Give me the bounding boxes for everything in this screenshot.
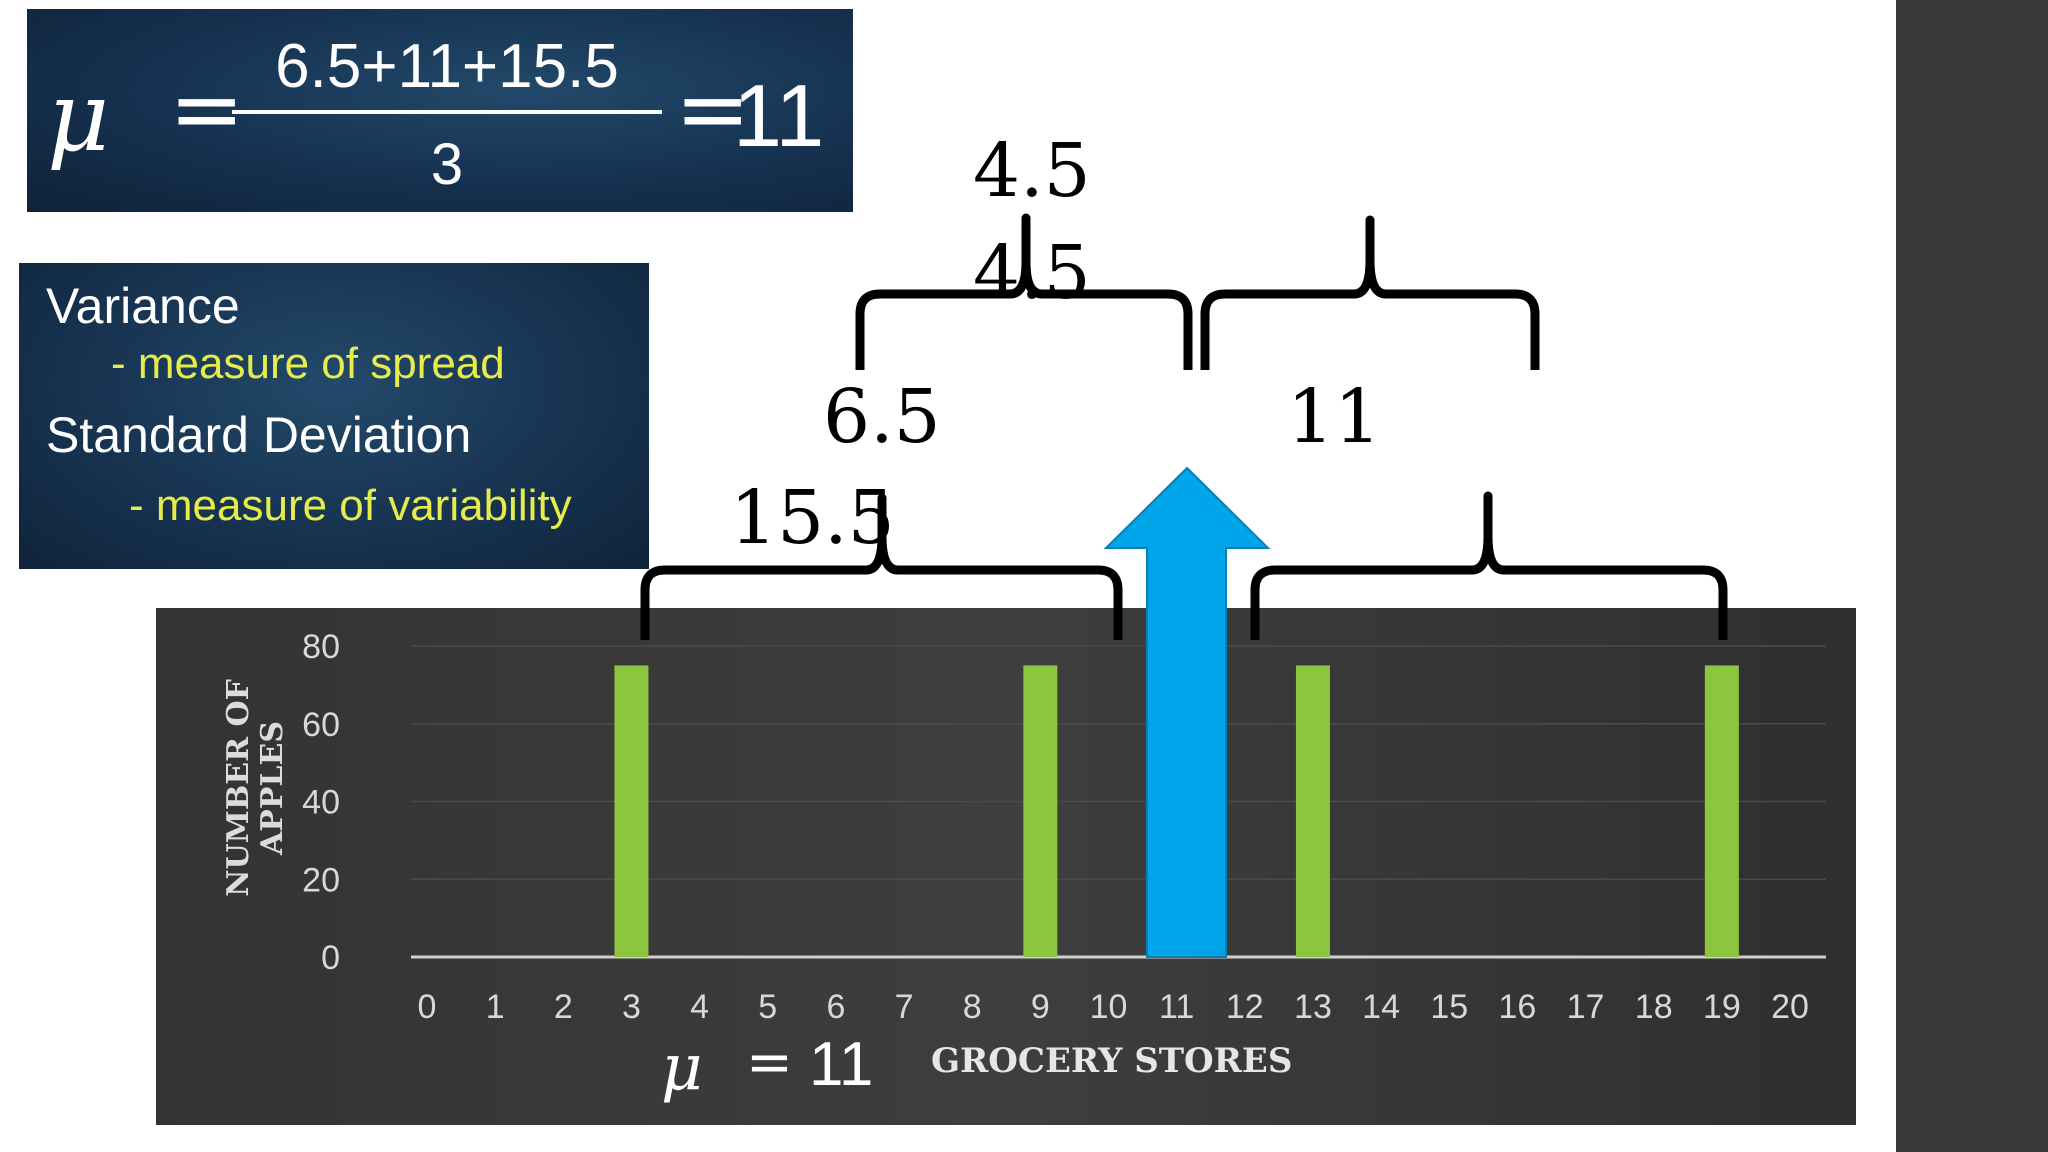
variance-term: Variance (46, 278, 240, 334)
formula-numerator: 6.5+11+15.5 (275, 32, 619, 101)
x-tick-label: 18 (1635, 988, 1673, 1026)
label-deviation-6-5: 6.5 (823, 374, 941, 460)
definitions-panel: Variance - measure of spread Standard De… (19, 263, 649, 569)
bar (614, 665, 649, 957)
y-tick-labels: 0 20 40 60 80 (302, 628, 340, 977)
mean-up-arrow-icon (1103, 466, 1271, 958)
x-tick-label: 20 (1771, 988, 1809, 1026)
bar (1295, 665, 1330, 957)
x-tick-label: 0 (418, 988, 437, 1026)
x-tick-label: 3 (622, 988, 641, 1026)
x-tick-label: 5 (758, 988, 777, 1026)
x-tick-label: 11 (1159, 988, 1194, 1026)
mu-symbol: μ (47, 61, 110, 173)
x-tick-label: 17 (1567, 988, 1605, 1026)
x-tick-label: 16 (1498, 988, 1536, 1026)
y-tick-label: 40 (302, 784, 340, 822)
mean-formula-panel: μ = 6.5+11+15.5 3 = 11 (27, 9, 853, 212)
x-tick-label: 13 (1294, 988, 1332, 1026)
fraction-bar (232, 110, 662, 114)
formula-denominator: 3 (430, 132, 464, 197)
x-axis-label: GROCERY STORES (931, 1041, 1292, 1081)
y-tick-label: 60 (302, 706, 340, 744)
label-deviation-4-5: 4.5 (973, 128, 1091, 214)
x-tick-label: 1 (486, 988, 505, 1026)
x-tick-label: 2 (554, 988, 573, 1026)
x-tick-label: 12 (1226, 988, 1264, 1026)
bars (614, 665, 1739, 957)
bar (1704, 665, 1739, 957)
x-tick-label: 14 (1362, 988, 1400, 1026)
label-sum-15-5: 15.5 (730, 475, 895, 561)
x-tick-label: 15 (1430, 988, 1468, 1026)
mean-value: 11 (809, 1030, 873, 1099)
x-tick-label: 9 (1031, 988, 1050, 1026)
x-tick-label: 19 (1703, 988, 1741, 1026)
y-axis-label-line1: NUMBER OF (221, 679, 256, 897)
x-tick-label: 4 (690, 988, 709, 1026)
x-tick-label: 7 (895, 988, 914, 1026)
y-axis-label-line2: APPLES (255, 721, 290, 856)
brace-upper-left (855, 213, 1193, 370)
y-tick-label: 80 (302, 628, 340, 666)
equals-sign-result: = (675, 57, 751, 162)
label-deviation-4-5-overlap: 4.5 (973, 230, 1091, 316)
y-tick-label: 0 (321, 939, 340, 977)
bar (1023, 665, 1058, 957)
mean-equals: = (746, 1030, 793, 1095)
x-tick-label: 6 (826, 988, 845, 1026)
brace-lower-right (1250, 491, 1728, 640)
mean-symbol: μ (661, 1031, 703, 1105)
x-tick-label: 10 (1090, 988, 1128, 1026)
formula-result: 11 (733, 66, 825, 165)
brace-lower-left (640, 493, 1123, 640)
equals-sign: = (169, 57, 245, 162)
std-deviation-description: - measure of variability (129, 481, 572, 530)
x-tick-label: 8 (963, 988, 982, 1026)
y-tick-label: 20 (302, 861, 340, 899)
std-deviation-term: Standard Deviation (46, 407, 472, 463)
right-sidebar-strip (1896, 0, 2048, 1152)
variance-description: - measure of spread (111, 339, 505, 388)
label-deviation-11: 11 (1287, 374, 1381, 460)
brace-upper-right (1200, 215, 1540, 370)
